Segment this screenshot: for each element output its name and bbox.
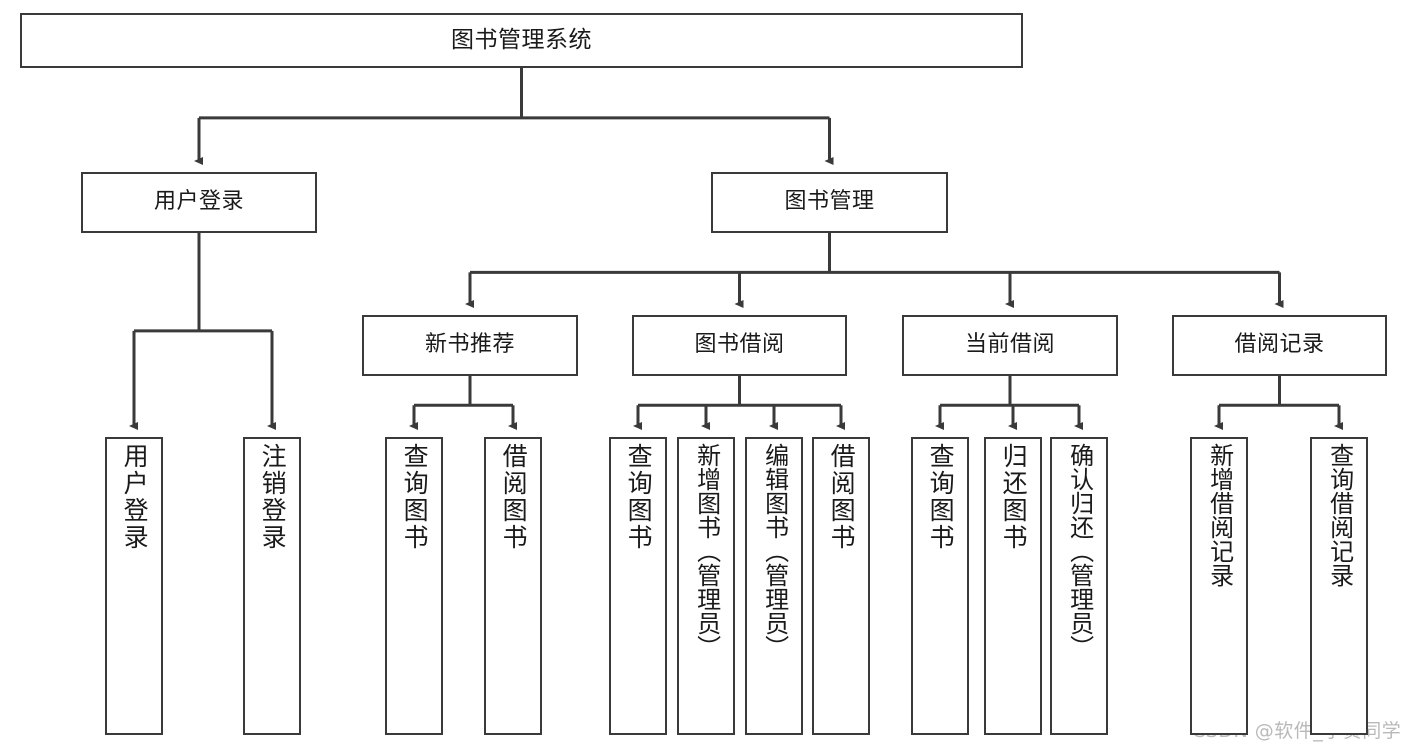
node-label: 图书管理系统 (451, 26, 592, 53)
node-l-login[interactable]: 用户登录 (105, 437, 163, 735)
node-current[interactable]: 当前借阅 (902, 315, 1118, 376)
node-label: 借阅图书 (827, 443, 857, 551)
node-l-q1[interactable]: 查询图书 (385, 437, 443, 735)
node-label: 借阅图书 (499, 443, 529, 551)
node-label: 新增图书（管理员） (692, 443, 721, 659)
node-l-b1[interactable]: 借阅图书 (484, 437, 542, 735)
node-borrow[interactable]: 图书借阅 (632, 315, 847, 376)
node-l-b2[interactable]: 借阅图书 (812, 437, 870, 735)
node-records[interactable]: 借阅记录 (1172, 315, 1387, 376)
node-l-confirm[interactable]: 确认归还（管理员） (1050, 437, 1108, 735)
node-label: 用户登录 (153, 189, 244, 215)
node-l-qrec[interactable]: 查询借阅记录 (1310, 437, 1368, 735)
node-l-return[interactable]: 归还图书 (984, 437, 1042, 735)
node-l-q2[interactable]: 查询图书 (609, 437, 667, 735)
node-label: 用户登录 (120, 443, 150, 551)
node-label: 图书管理 (784, 189, 875, 215)
node-l-logout[interactable]: 注销登录 (243, 437, 301, 735)
node-label: 当前借阅 (964, 332, 1055, 358)
node-label: 查询图书 (624, 443, 654, 551)
node-label: 编辑图书（管理员） (760, 443, 789, 659)
node-label: 归还图书 (999, 443, 1029, 551)
node-label: 查询图书 (926, 443, 956, 551)
node-bookmgmt[interactable]: 图书管理 (711, 172, 948, 233)
node-l-add[interactable]: 新增图书（管理员） (677, 437, 735, 735)
node-l-edit[interactable]: 编辑图书（管理员） (745, 437, 803, 735)
node-label: 查询借阅记录 (1325, 443, 1354, 587)
node-login[interactable]: 用户登录 (81, 172, 317, 233)
node-label: 新增借阅记录 (1205, 443, 1234, 587)
node-label: 新书推荐 (424, 332, 515, 358)
node-l-q3[interactable]: 查询图书 (911, 437, 969, 735)
node-label: 图书借阅 (694, 332, 785, 358)
node-newbook[interactable]: 新书推荐 (362, 315, 578, 376)
node-root[interactable]: 图书管理系统 (20, 13, 1023, 68)
node-label: 注销登录 (258, 443, 288, 551)
node-label: 借阅记录 (1234, 332, 1325, 358)
node-l-addrec[interactable]: 新增借阅记录 (1190, 437, 1248, 735)
node-label: 查询图书 (400, 443, 430, 551)
node-label: 确认归还（管理员） (1065, 443, 1094, 659)
